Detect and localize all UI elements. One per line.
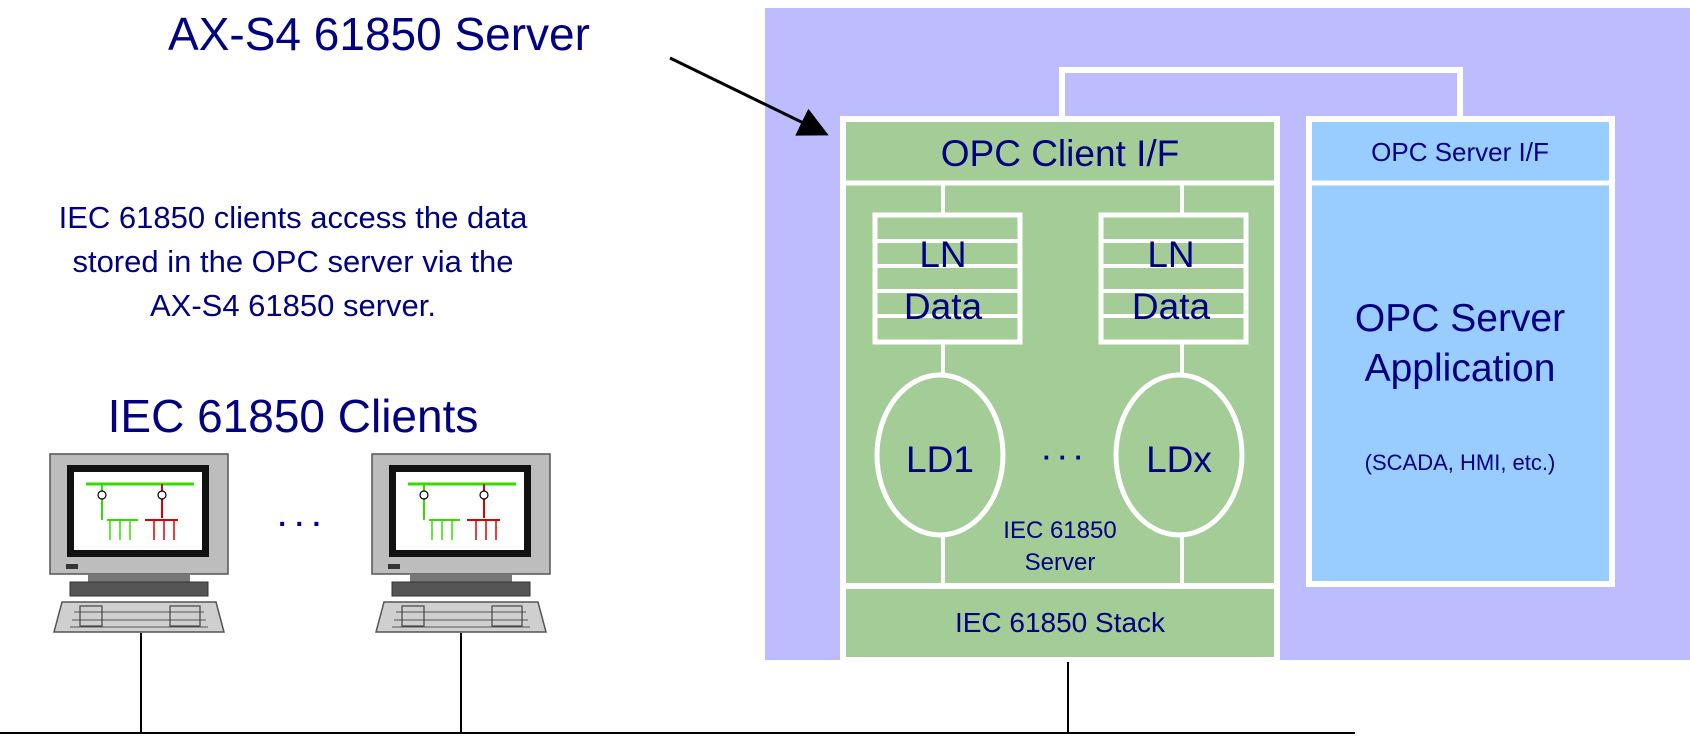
description-line-3: AX-S4 61850 server.: [150, 288, 436, 323]
opc-client-if-label: OPC Client I/F: [941, 133, 1180, 174]
ld1-label: LD1: [906, 439, 974, 480]
clients-title: IEC 61850 Clients: [108, 390, 479, 442]
ld-ellipsis: · · ·: [1043, 442, 1083, 472]
client-computer-2-icon: [371, 453, 551, 633]
ln-box-2-line-1: LN: [1147, 234, 1194, 275]
iec-stack-label: IEC 61850 Stack: [955, 607, 1166, 638]
ldx-ellipse: [1113, 372, 1245, 538]
ld1-ellipse: [874, 372, 1006, 538]
description-line-2: stored in the OPC server via the: [72, 244, 513, 279]
ln-box-1-line-2: Data: [904, 286, 983, 327]
opc-server-app-line-2: Application: [1365, 347, 1556, 390]
opc-server-block: [1306, 116, 1615, 587]
server-title: AX-S4 61850 Server: [168, 8, 590, 60]
ln-box-1-line-1: LN: [919, 234, 966, 275]
ln-data-box-2: [1098, 212, 1249, 345]
opc-server-if-label: OPC Server I/F: [1371, 137, 1549, 167]
opc-server-app-line-1: OPC Server: [1355, 297, 1565, 340]
ldx-label: LDx: [1146, 439, 1212, 480]
iec-server-line-2: Server: [1025, 549, 1096, 576]
description-line-1: IEC 61850 clients access the data: [59, 200, 528, 235]
opc-server-app-sub: (SCADA, HMI, etc.): [1365, 450, 1556, 475]
client-computer-1-icon: [49, 453, 229, 633]
server-pointer-arrow: [669, 56, 829, 136]
iec-server-line-1: IEC 61850: [1003, 517, 1116, 544]
ln-box-2-line-2: Data: [1132, 286, 1211, 327]
ln-data-box-1: [872, 212, 1023, 345]
opc-interface-link: [1059, 67, 1463, 117]
clients-ellipsis: · · ·: [278, 508, 322, 539]
